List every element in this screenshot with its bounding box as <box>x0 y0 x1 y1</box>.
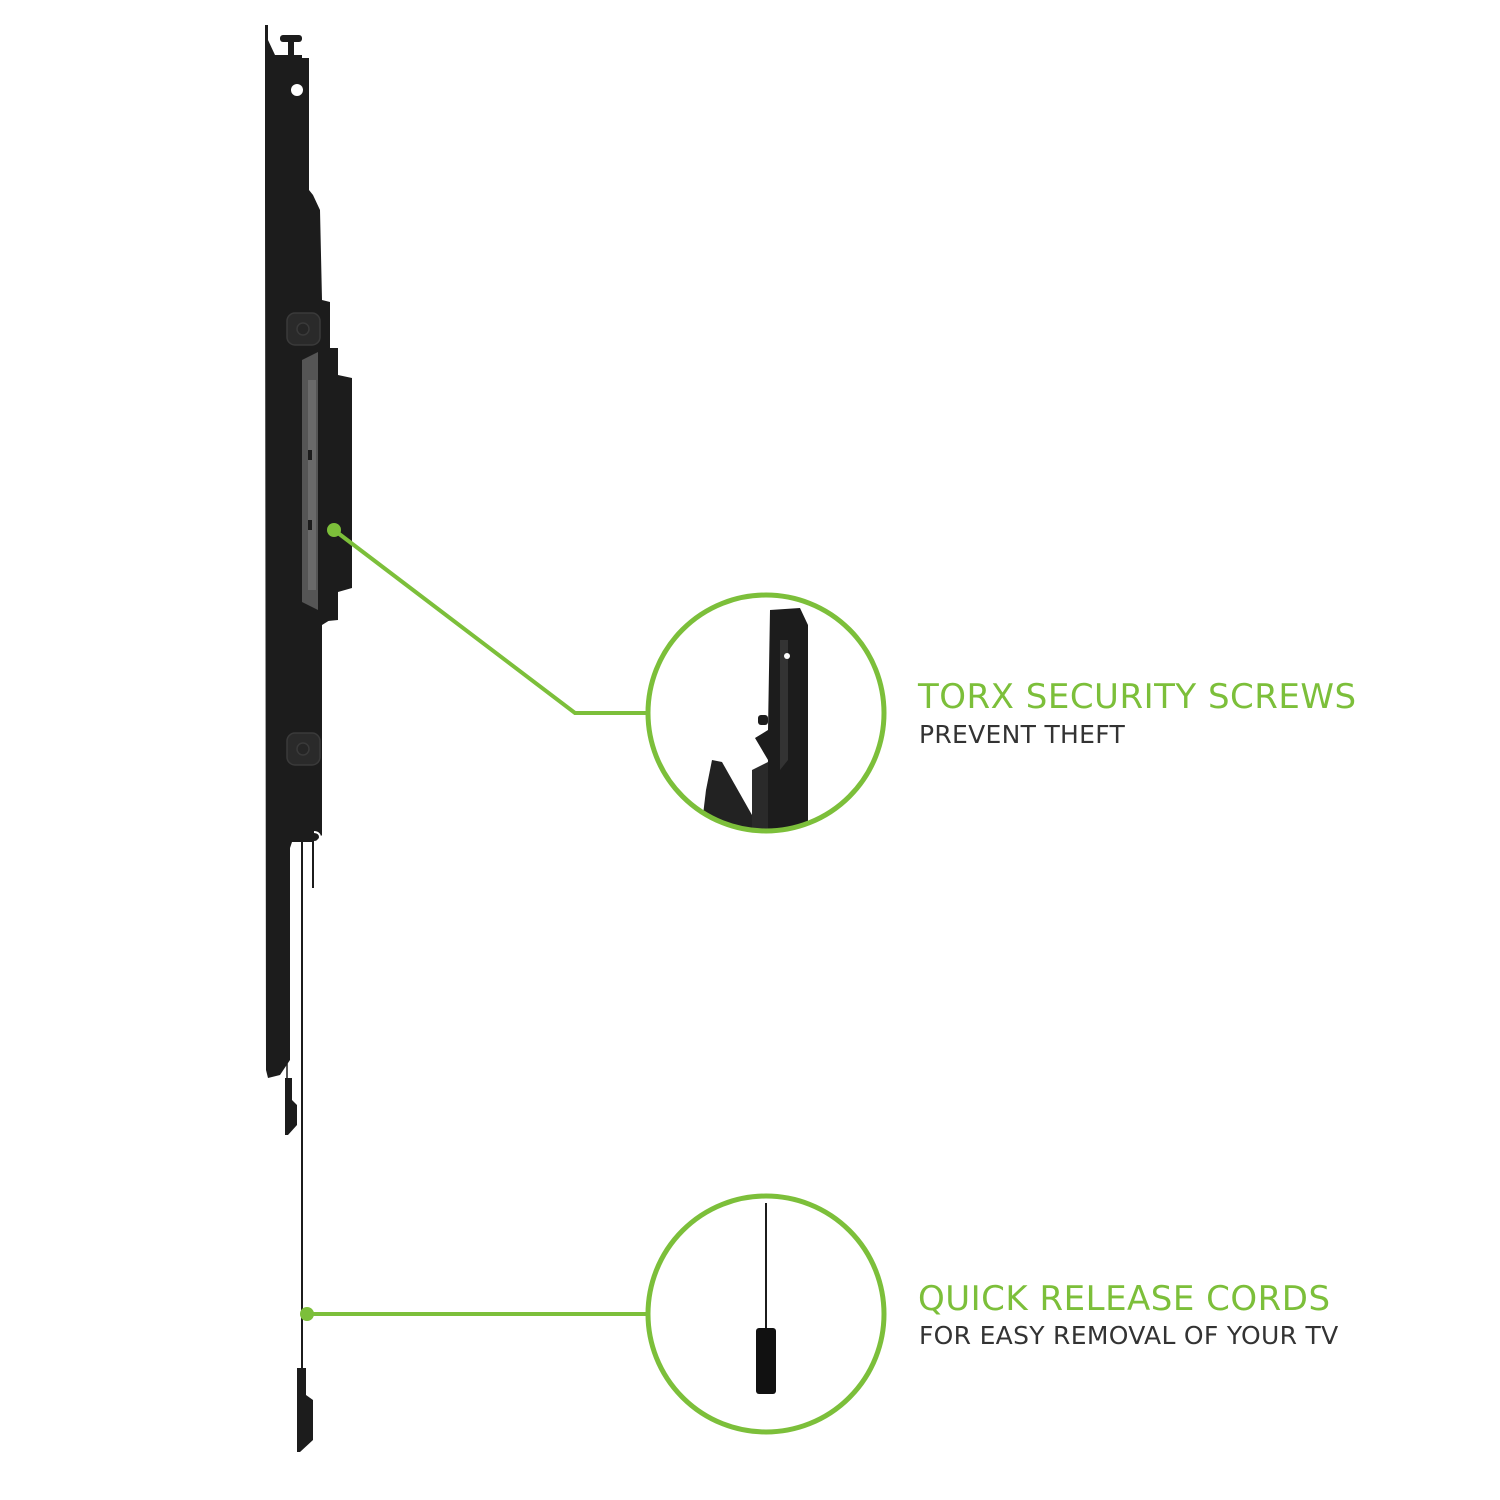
release-cords <box>286 842 314 1370</box>
cord-handle-icon <box>285 1078 313 1452</box>
callout-dot-2 <box>300 1307 314 1321</box>
feature-title-quick-release: QUICK RELEASE CORDS <box>918 1279 1331 1319</box>
callout-connector-1 <box>332 528 650 715</box>
wall-plate <box>265 25 330 1078</box>
top-screw-icon <box>280 35 302 58</box>
adjuster-bump-icon <box>286 312 321 766</box>
bracket-closeup-icon <box>645 592 887 834</box>
tv-bracket-arm <box>302 348 352 622</box>
feature-subtitle-torx: PREVENT THEFT <box>919 720 1126 749</box>
feature-title-torx: TORX SECURITY SCREWS <box>918 677 1357 717</box>
pull-cord-closeup-icon <box>645 1193 887 1435</box>
feature-subtitle-quick-release: FOR EASY REMOVAL OF YOUR TV <box>919 1321 1339 1350</box>
mount-hole <box>291 84 303 96</box>
callout-dot-1 <box>327 523 341 537</box>
